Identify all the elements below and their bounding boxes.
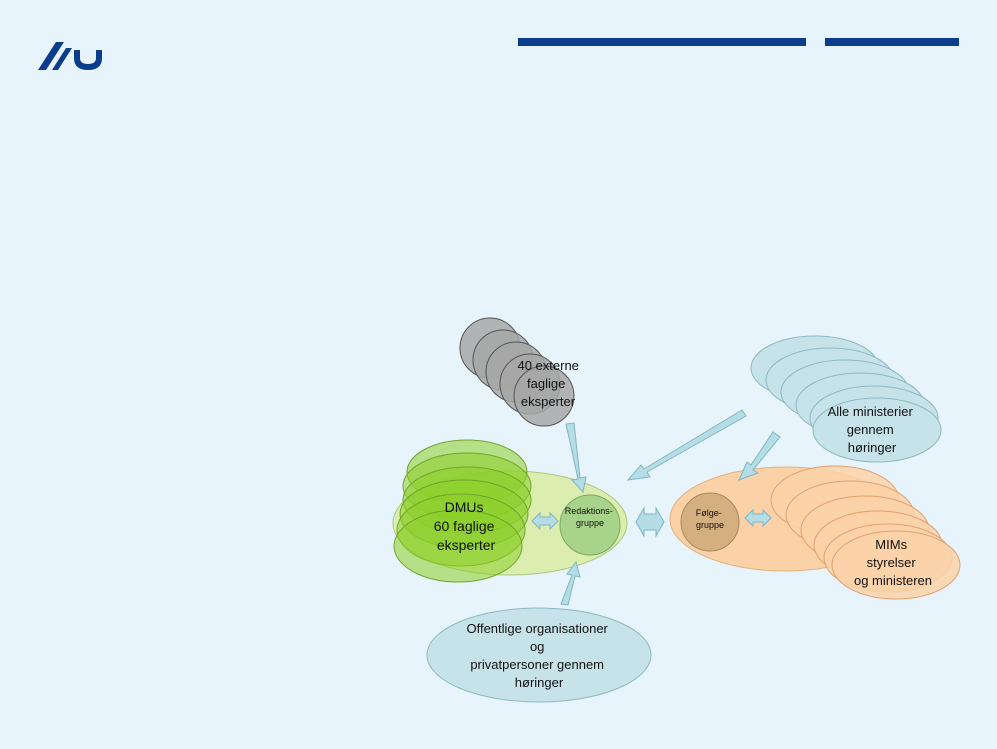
mim-stack [770, 465, 961, 600]
redaktionsgruppe-circle [559, 494, 621, 556]
header-bar-long [518, 38, 806, 46]
offentlige-ellipse [426, 607, 652, 703]
arrow-offentlige-up [560, 560, 581, 606]
offentlige-label: Offentlige organisationer og privatperso… [466, 621, 611, 690]
arrow-dmu-redaktion [531, 511, 559, 531]
ministerier-label: Alle ministerier gennem høringer [828, 404, 917, 455]
arrow-foelge-mim [744, 508, 772, 528]
au-logo-slash-b [52, 48, 72, 70]
au-logo-u [74, 50, 102, 70]
arrow-ministerier-to-center [626, 409, 747, 481]
arrow-ministerier-to-foelge [738, 431, 781, 481]
au-logo-icon [38, 42, 102, 70]
header-bar-short [825, 38, 959, 46]
dmu-label: DMUs 60 faglige eksperter [434, 499, 499, 553]
arrow-center-foelge [635, 506, 665, 538]
dmu-stack [393, 439, 532, 583]
redaktion-label: Redaktions- gruppe [565, 506, 616, 528]
externe-label: 40 externe faglige eksperter [517, 358, 582, 409]
mim-label: MIMs styrelser og ministeren [854, 537, 932, 588]
foelge-label: Følge- gruppe [696, 508, 725, 530]
arrows [531, 409, 781, 606]
foelgegruppe-circle [680, 492, 740, 552]
au-logo-slash-a [38, 42, 64, 70]
ministerier-stack [750, 335, 942, 463]
externe-stack [459, 317, 575, 427]
arrow-externe-to-redaktion [565, 422, 587, 494]
